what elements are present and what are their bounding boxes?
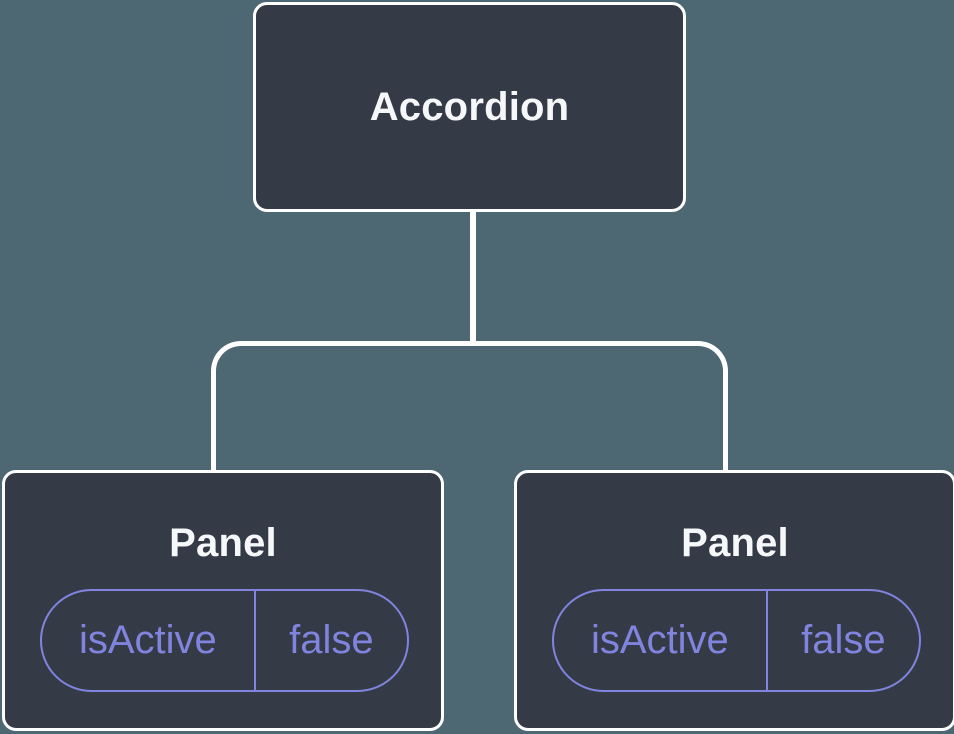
accordion-label: Accordion [369,84,570,129]
connector-bracket [211,341,728,470]
connector-stem [470,212,476,346]
state-value: false [765,591,919,690]
node-accordion: Accordion [253,2,686,212]
node-panel-1: Panel isActive false [2,470,444,731]
state-key: isActive [590,618,729,662]
state-value: false [253,591,407,690]
state-pill: isActive false [40,589,409,692]
state-pill: isActive false [552,589,921,692]
node-panel-2: Panel isActive false [514,470,954,731]
panel-label: Panel [169,521,277,565]
panel-label: Panel [681,521,789,565]
state-key: isActive [78,618,217,662]
